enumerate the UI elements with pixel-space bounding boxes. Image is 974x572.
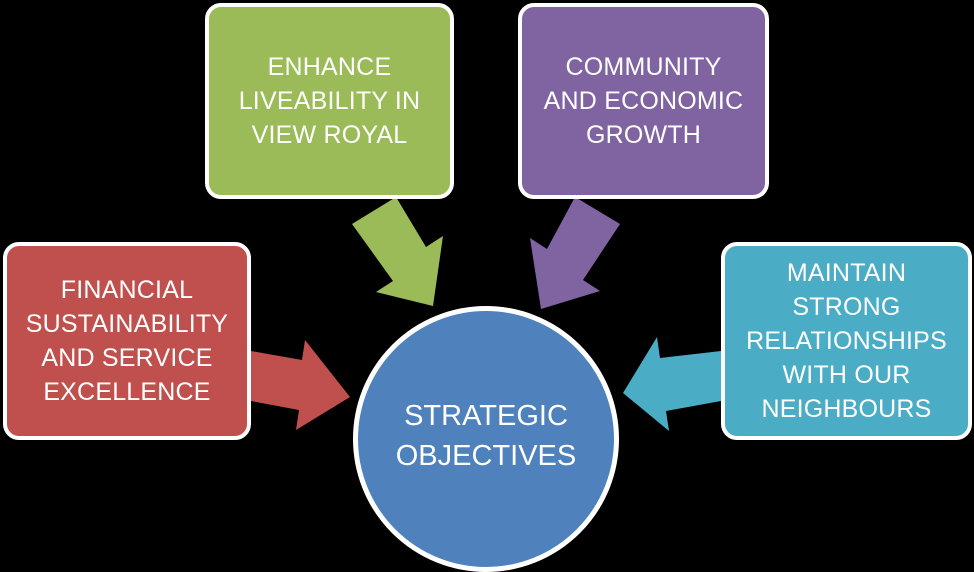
objective-label-community: COMMUNITY AND ECONOMIC GROWTH: [543, 53, 744, 149]
arrow-financial: [251, 340, 350, 430]
center-label: STRATEGIC OBJECTIVES: [395, 400, 577, 472]
center-circle-strategic-objectives: STRATEGIC OBJECTIVES: [353, 306, 619, 572]
objective-label-liveability: ENHANCE LIVEABILITY IN VIEW ROYAL: [238, 53, 421, 149]
objective-label-financial: FINANCIAL SUSTAINABILITY AND SERVICE EXC…: [25, 276, 229, 406]
objective-box-liveability: ENHANCE LIVEABILITY IN VIEW ROYAL: [205, 3, 454, 199]
arrow-community: [530, 197, 620, 309]
objective-box-financial: FINANCIAL SUSTAINABILITY AND SERVICE EXC…: [3, 242, 251, 440]
objective-label-relationships: MAINTAIN STRONG RELATIONSHIPS WITH OUR N…: [746, 259, 947, 423]
arrow-relationships: [623, 337, 721, 431]
arrow-liveability: [352, 197, 443, 306]
objective-box-relationships: MAINTAIN STRONG RELATIONSHIPS WITH OUR N…: [721, 242, 972, 440]
objective-box-community: COMMUNITY AND ECONOMIC GROWTH: [518, 3, 769, 199]
